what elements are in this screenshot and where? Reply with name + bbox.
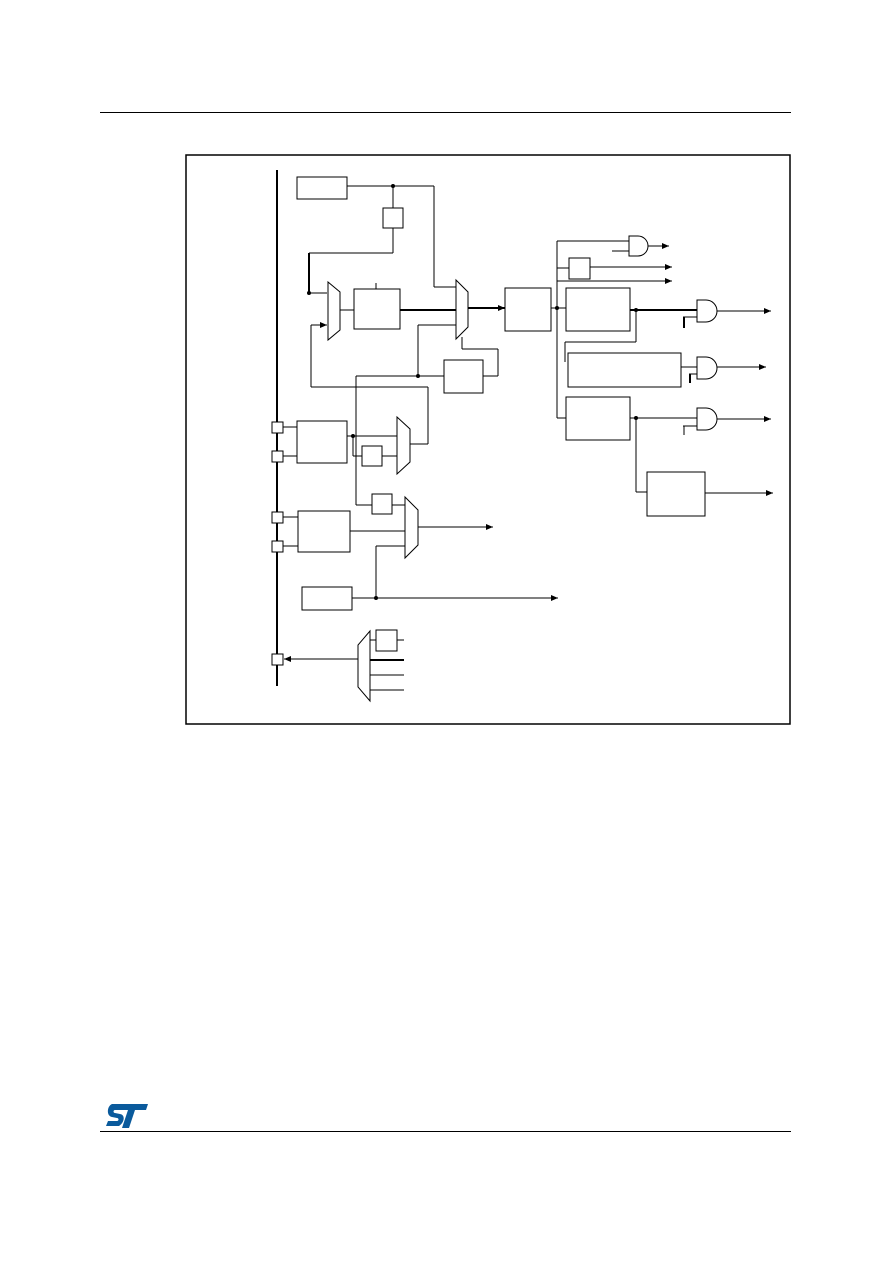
footer-rule (100, 1131, 791, 1132)
clock-source-block (296, 176, 348, 200)
and-gate-4 (696, 407, 718, 431)
sync-register-block (443, 359, 484, 394)
pin-3 (271, 511, 284, 524)
multiplexer-3 (396, 415, 411, 476)
small-register-right (568, 257, 591, 280)
header-rule (100, 112, 791, 113)
multiplexer-1 (327, 280, 341, 342)
multiplexer-4 (404, 495, 419, 560)
pin-2 (271, 450, 284, 463)
small-register-top (382, 207, 404, 229)
and-gate-1 (628, 235, 649, 257)
pin-4 (271, 540, 284, 553)
capture-compare-2-block (567, 352, 682, 388)
multiplexer-2 (455, 278, 469, 341)
small-register-mid (361, 445, 383, 467)
diagram-frame (185, 154, 791, 725)
prescaler-block (353, 288, 401, 330)
input-filter-1-block (296, 420, 348, 464)
output-multiplexer (357, 629, 371, 703)
and-gate-3 (696, 356, 718, 380)
auxiliary-source-block (301, 586, 353, 611)
capture-compare-1-block (565, 287, 631, 332)
input-filter-2-block (297, 510, 351, 553)
pin-5 (271, 653, 284, 666)
counter-block (504, 287, 552, 332)
capture-compare-3-block (565, 396, 631, 441)
st-logo-icon (106, 1104, 148, 1128)
small-register-output (375, 629, 398, 652)
pin-1 (271, 421, 284, 434)
and-gate-2 (696, 299, 718, 323)
output-control-block (646, 471, 706, 517)
small-register-low (371, 493, 393, 515)
